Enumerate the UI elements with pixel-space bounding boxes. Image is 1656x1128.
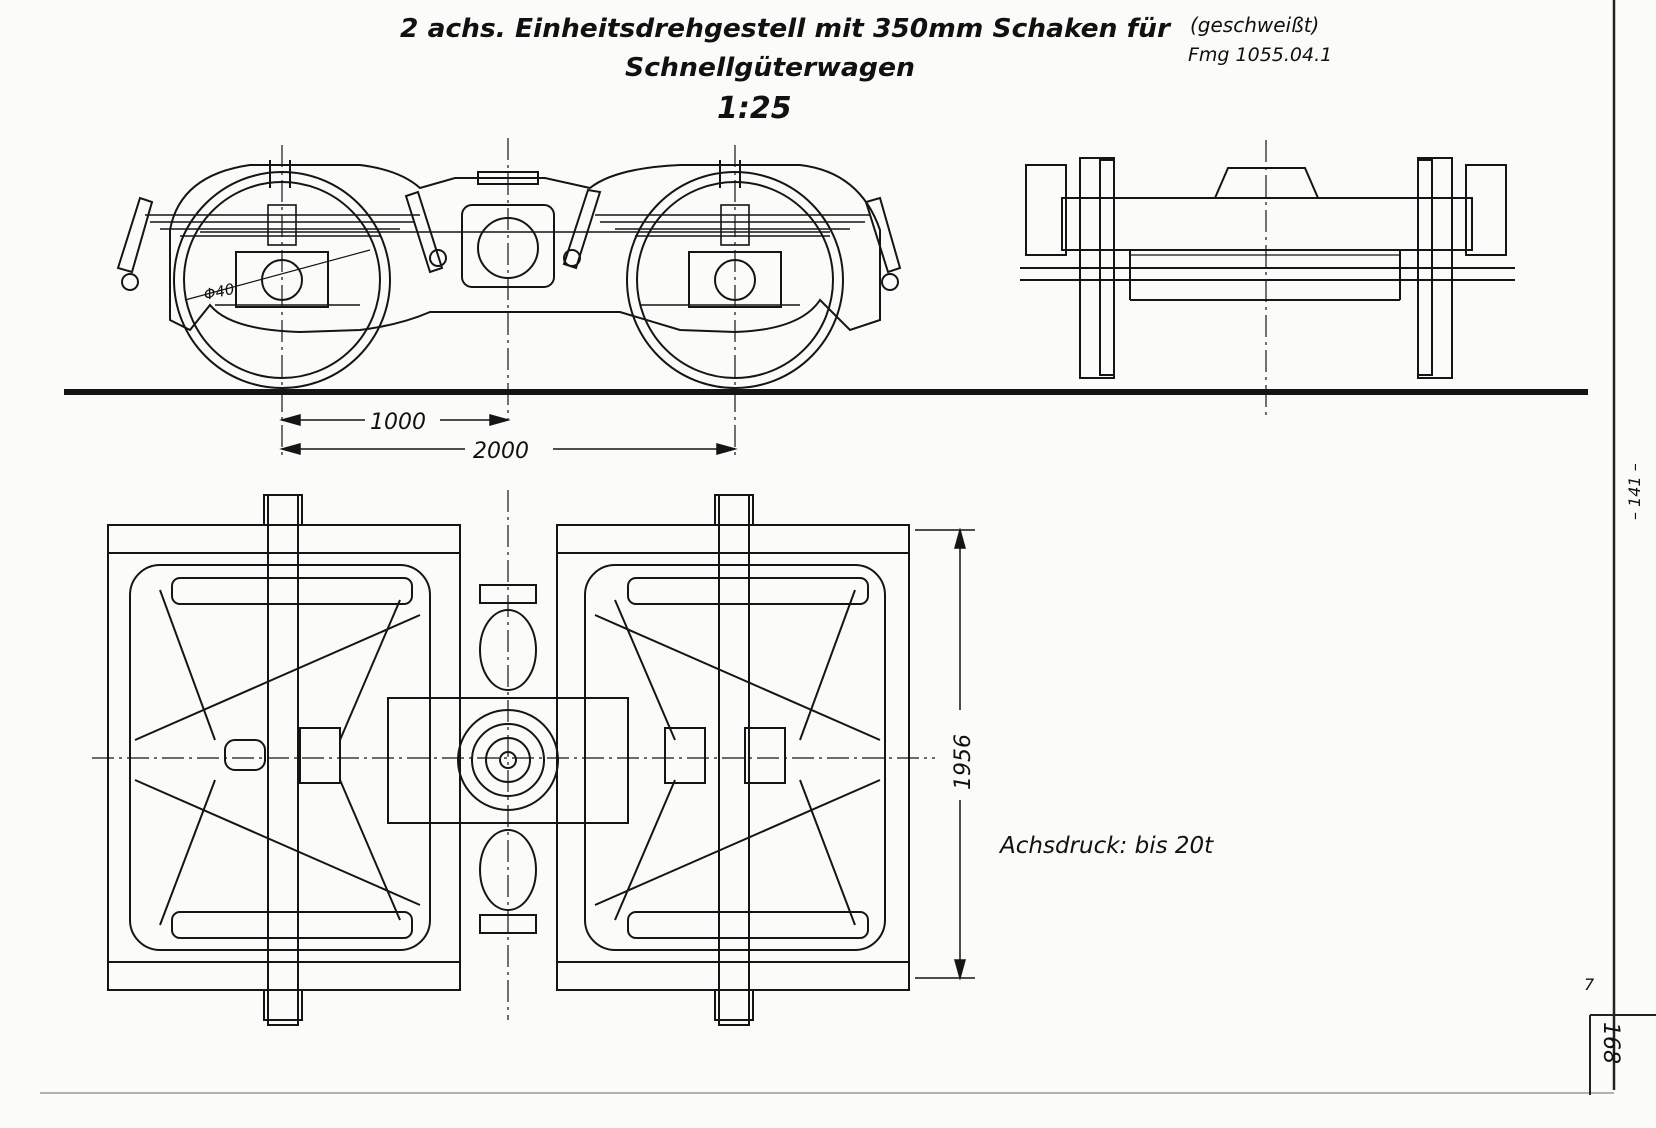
end-view — [1020, 140, 1515, 415]
note-drawing-number: Fmg 1055.04.1 — [1188, 44, 1332, 66]
note-welded: (geschweißt) — [1190, 13, 1319, 37]
plan-view — [92, 490, 935, 1026]
spring-shackles — [116, 188, 902, 291]
dim-1956-label: 1956 — [951, 734, 976, 790]
dimension-track-width — [915, 527, 975, 981]
leaf-spring-right — [595, 204, 870, 246]
small-mark: 7 — [1584, 975, 1595, 994]
sheet-border — [40, 0, 1656, 1095]
side-view — [64, 138, 1588, 460]
side-frame — [169, 164, 881, 334]
side-wheel-left — [173, 171, 391, 389]
axle-load-label: Achsdruck: bis 20t — [998, 833, 1214, 859]
leaf-spring-left — [145, 204, 420, 246]
title-line2: Schnellgüterwagen — [625, 53, 915, 83]
title-block: 2 achs. Einheitsdrehgestell mit 350mm Sc… — [400, 13, 1332, 126]
side-wheel-right — [626, 171, 844, 389]
title-line1: 2 achs. Einheitsdrehgestell mit 350mm Sc… — [400, 14, 1172, 44]
scale-label: 1:25 — [717, 91, 792, 126]
page-number: 168 — [1598, 1022, 1623, 1064]
side-mark: – 141 – — [1625, 463, 1644, 520]
dim-2000-label: 2000 — [473, 439, 529, 464]
dim-1000-label: 1000 — [370, 410, 426, 435]
wheel-dim-label: Φ40 — [202, 280, 236, 304]
dimension-wheelbase — [279, 414, 738, 455]
